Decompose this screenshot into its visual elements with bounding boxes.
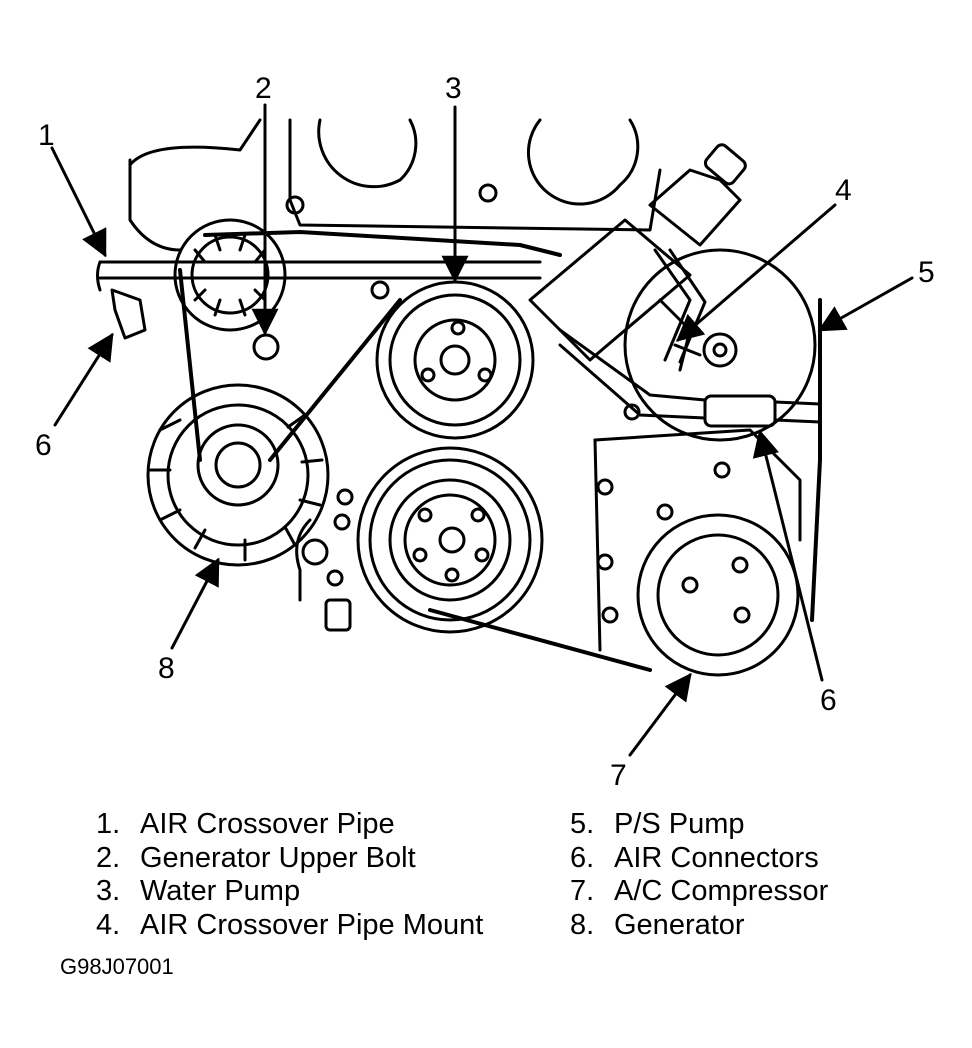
legend-text: Water Pump (140, 875, 301, 907)
legend-text: AIR Connectors (614, 841, 819, 874)
generator (146, 383, 330, 567)
air-pipe-right (558, 328, 822, 428)
generator-upper-bolt (252, 333, 280, 361)
air-pump-canister (528, 143, 747, 362)
legend-number: 6. (570, 841, 595, 874)
legend-item-7: 7. A/C Compressor (570, 875, 828, 909)
legend-number: 3. (96, 875, 121, 907)
legend-number: 8. (570, 908, 595, 941)
legend-left-column: 1. AIR Crossover Pipe 2. Generator Upper… (96, 808, 483, 942)
tensioner-pulley (173, 218, 287, 332)
legend-number: 2. (96, 841, 121, 874)
legend-item-1: 1. AIR Crossover Pipe (96, 808, 483, 842)
legend-text: A/C Compressor (614, 875, 829, 907)
legend-number: 1. (96, 808, 121, 840)
callout-leaders (50, 103, 914, 757)
legend-number: 4. (96, 908, 121, 941)
callout-labels: 1 2 3 4 5 6 7 8 6 (35, 72, 935, 792)
ac-compressor (593, 403, 802, 677)
power-steering-pump (623, 248, 817, 442)
air-crossover-pipe (96, 260, 542, 340)
crankshaft-pulley (356, 446, 544, 634)
callout-5: 5 (918, 256, 935, 289)
callout-6-left: 6 (35, 429, 52, 462)
legend-text: P/S Pump (614, 808, 745, 840)
engine-belt-diagram: 1 2 3 4 5 6 7 8 6 (35, 72, 935, 792)
callout-3: 3 (445, 72, 462, 105)
legend-number: 7. (570, 875, 595, 907)
engine-block (128, 118, 662, 602)
legend-text: AIR Crossover Pipe (140, 808, 395, 840)
legend-item-6: 6. AIR Connectors (570, 842, 828, 876)
callout-8: 8 (158, 652, 175, 685)
legend-right-column: 5. P/S Pump 6. AIR Connectors 7. A/C Com… (570, 808, 828, 942)
legend-text: AIR Crossover Pipe Mount (140, 908, 484, 941)
legend-text: Generator (614, 908, 745, 941)
legend-item-8: 8. Generator (570, 909, 828, 943)
callout-6-right: 6 (820, 684, 837, 717)
legend-item-4: 4. AIR Crossover Pipe Mount (96, 909, 483, 943)
legend-number: 5. (570, 808, 595, 840)
callout-2: 2 (255, 72, 272, 105)
callout-1: 1 (38, 119, 55, 152)
callout-7: 7 (610, 759, 627, 792)
legend-item-2: 2. Generator Upper Bolt (96, 842, 483, 876)
callout-4: 4 (835, 174, 852, 207)
legend-text: Generator Upper Bolt (140, 841, 416, 874)
legend-item-5: 5. P/S Pump (570, 808, 828, 842)
legend-item-3: 3. Water Pump (96, 875, 483, 909)
mounting-studs (301, 488, 354, 632)
figure-id: G98J07001 (60, 954, 174, 979)
water-pump-pulley (375, 280, 535, 440)
air-pipe-mount (653, 248, 707, 364)
